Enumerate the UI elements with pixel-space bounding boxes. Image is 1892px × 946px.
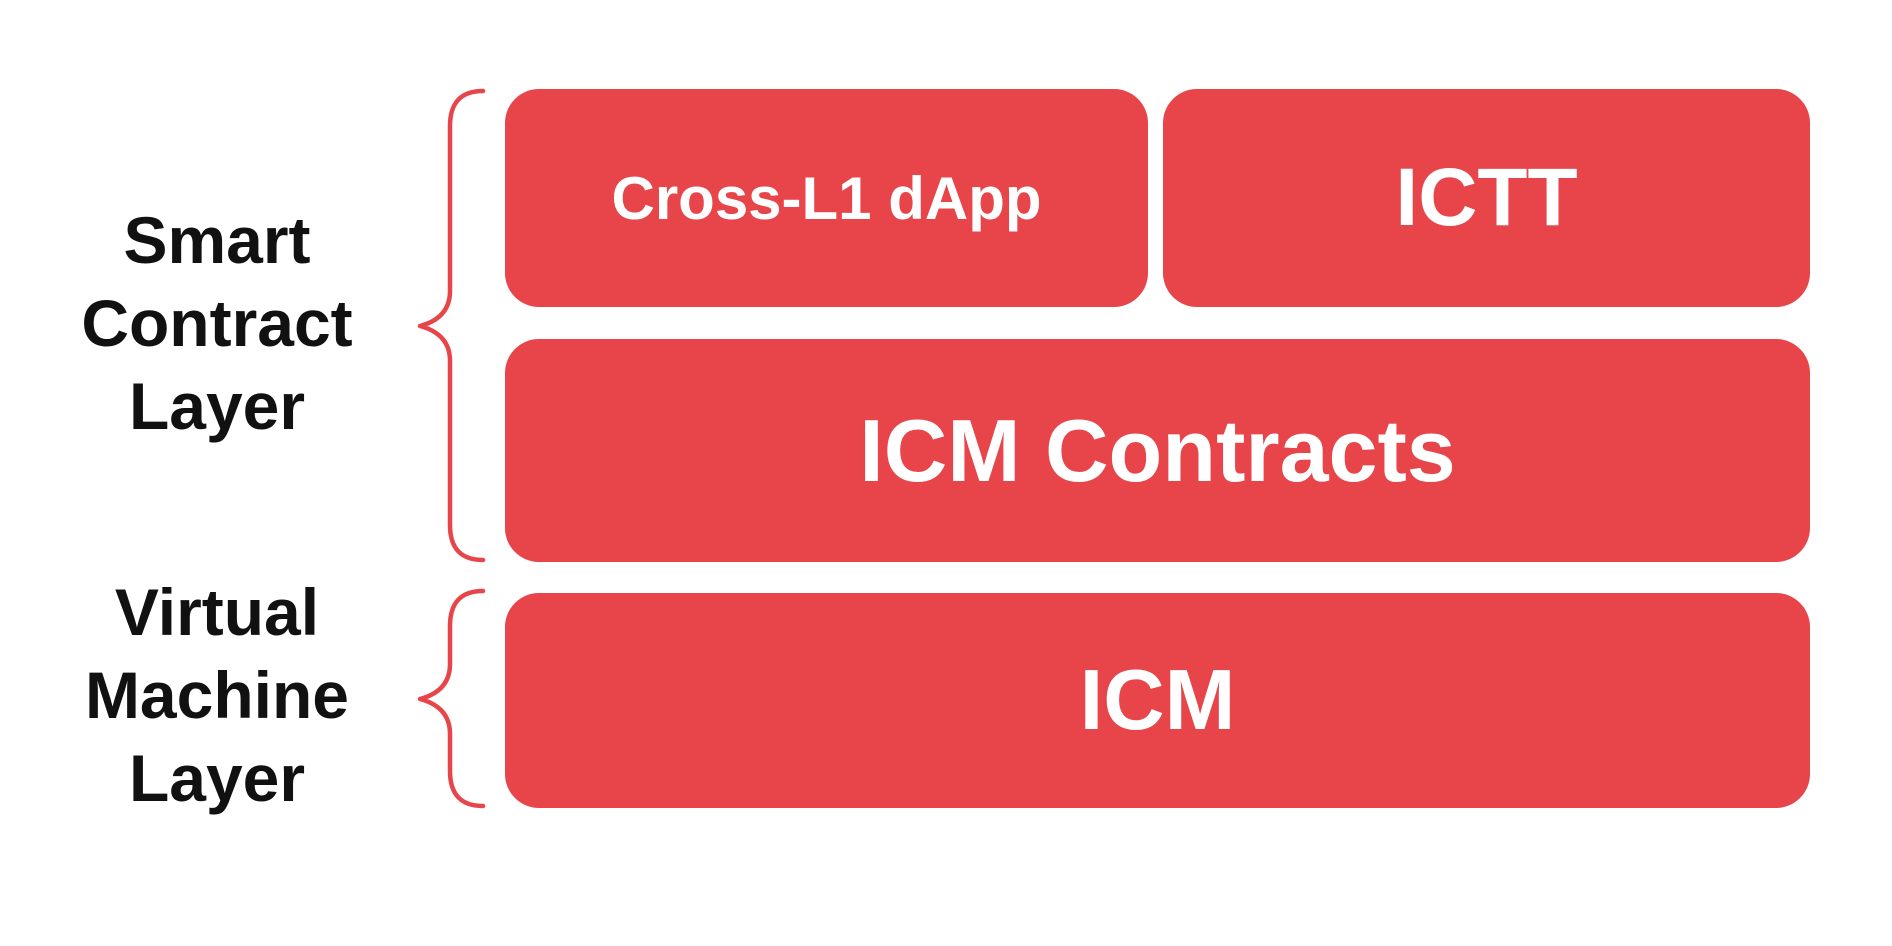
- box-cross-l1-dapp: Cross-L1 dApp: [505, 89, 1148, 307]
- box-icm-label: ICM: [1079, 652, 1236, 748]
- box-icm-contracts: ICM Contracts: [505, 339, 1810, 562]
- box-icm-contracts-label: ICM Contracts: [859, 400, 1456, 500]
- box-ictt-label: ICTT: [1395, 152, 1578, 243]
- virtual-machine-layer-brace-icon: [417, 588, 486, 809]
- box-ictt: ICTT: [1163, 89, 1810, 307]
- smart-contract-layer-brace-icon: [417, 88, 486, 563]
- label-smart-contract-layer: Smart Contract Layer: [81, 203, 353, 443]
- box-cross-l1-dapp-label: Cross-L1 dApp: [611, 164, 1042, 232]
- box-icm: ICM: [505, 593, 1810, 808]
- label-virtual-machine-layer: Virtual Machine Layer: [84, 575, 350, 815]
